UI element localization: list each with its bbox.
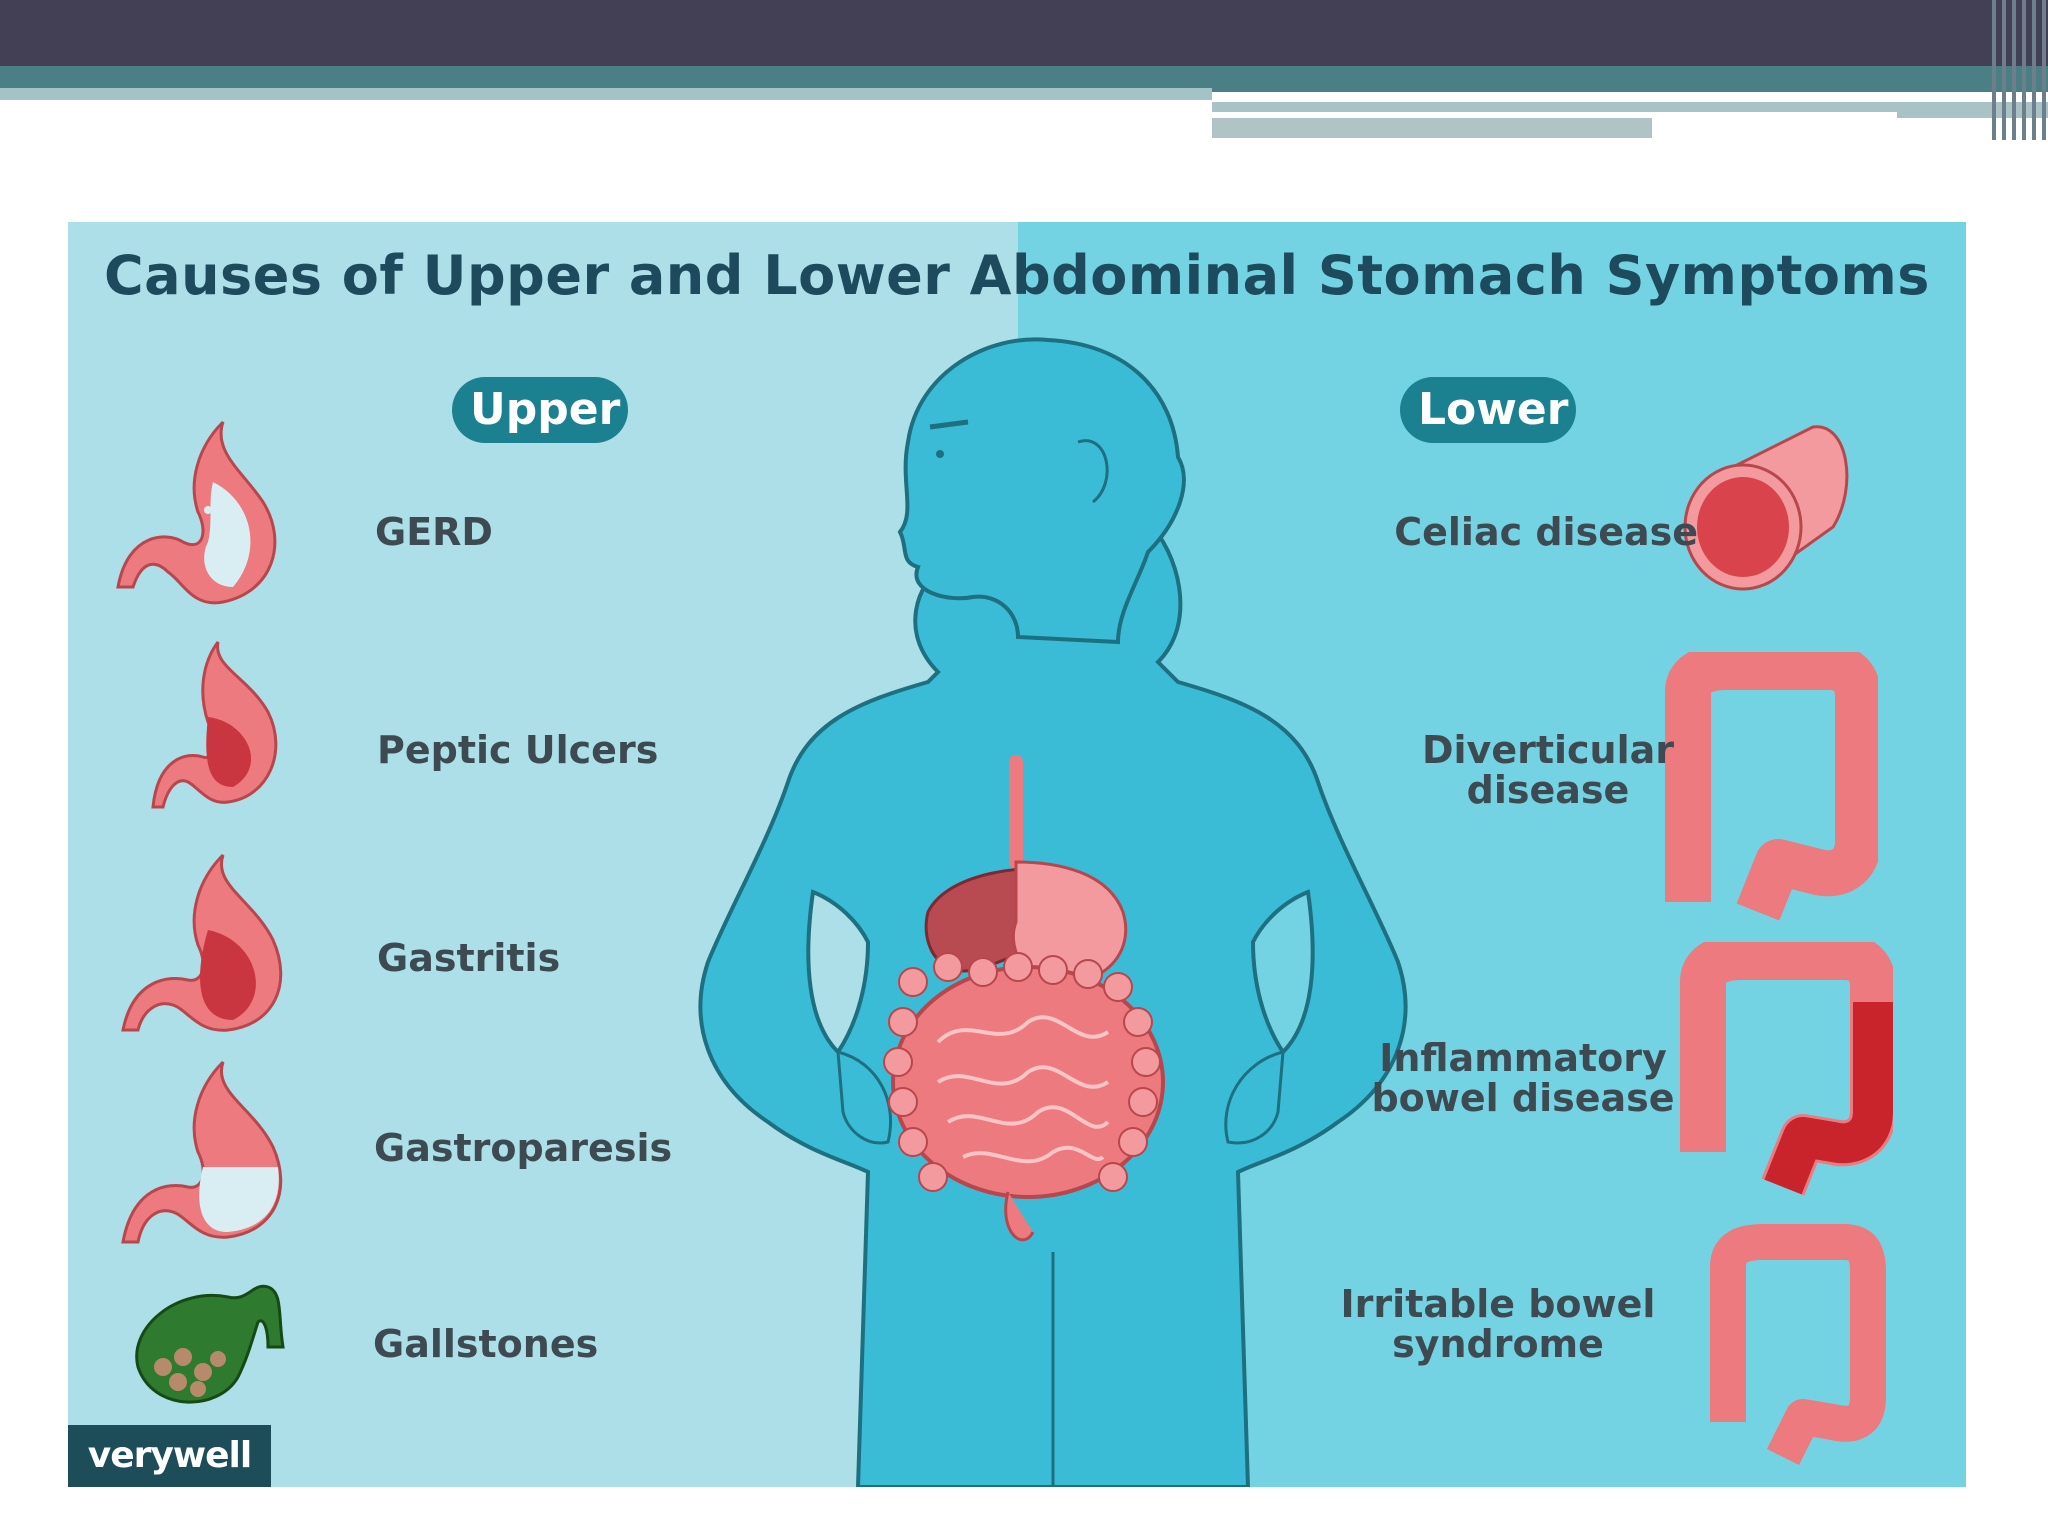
upper-item-gerd: GERD <box>375 510 493 554</box>
lower-item-irritable-bowel-syndrome: Irritable bowel syndrome <box>1340 1282 1656 1366</box>
gastroparesis-stomach-icon <box>121 1060 283 1244</box>
slide-edge-strips <box>1988 0 2048 140</box>
upper-item-gallstones: Gallstones <box>373 1322 599 1366</box>
infographic-title: Causes of Upper and Lower Abdominal Stom… <box>104 244 1930 307</box>
lower-heading-pill: Lower <box>1400 377 1576 443</box>
peptic-ulcer-stomach-icon <box>151 641 278 809</box>
infographic-panel: Causes of Upper and Lower Abdominal Stom… <box>68 222 1966 1487</box>
gerd-stomach-icon <box>116 420 277 605</box>
inflammatory-colon-icon <box>1680 942 1893 1196</box>
lower-item-diverticular-disease: Diverticular disease <box>1421 728 1675 812</box>
gastritis-stomach-icon <box>121 853 283 1032</box>
digestive-organs <box>883 755 1165 1242</box>
upper-item-peptic-ulcers: Peptic Ulcers <box>377 728 659 772</box>
slide-header-bar <box>0 0 2048 66</box>
lower-item-inflammatory-bowel-disease: Inflammatory bowel disease <box>1371 1036 1675 1120</box>
slide-header-gap-3 <box>1652 130 2012 138</box>
small-intestine-tube-icon <box>1683 425 1849 591</box>
upper-heading-pill: Upper <box>452 377 628 443</box>
irritable-colon-icon <box>1710 1224 1886 1466</box>
verywell-logo: verywell <box>68 1425 271 1487</box>
slide-header-accent <box>0 66 2048 92</box>
slide-header-gap-2 <box>1212 112 1897 118</box>
gallbladder-icon <box>135 1284 285 1404</box>
human-figure-illustration <box>698 337 1408 1487</box>
upper-item-gastritis: Gastritis <box>377 936 561 980</box>
diverticular-colon-icon <box>1665 652 1878 921</box>
slide-header-gap <box>1212 92 2048 102</box>
upper-item-gastroparesis: Gastroparesis <box>374 1126 673 1170</box>
lower-item-celiac-disease: Celiac disease <box>1394 510 1698 554</box>
slide-header-stripe <box>0 88 1212 100</box>
slide-header-stripe-low <box>1212 118 1652 138</box>
